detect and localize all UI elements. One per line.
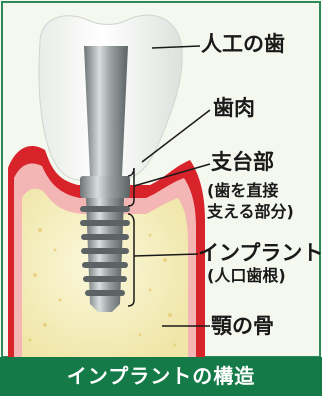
- diagram-title-banner: インプラントの構造: [0, 357, 322, 396]
- label-implant-note: (人口歯根): [207, 262, 286, 286]
- label-abutment-note-line2: 支える部分): [207, 198, 294, 222]
- abutment-collar: [80, 176, 130, 198]
- abutment-post: [84, 46, 128, 176]
- label-artificial-crown: 人工の歯: [201, 28, 285, 58]
- label-gum: 歯肉: [213, 92, 255, 122]
- label-abutment: 支台部: [211, 146, 274, 176]
- label-jawbone: 顎の骨: [211, 310, 274, 340]
